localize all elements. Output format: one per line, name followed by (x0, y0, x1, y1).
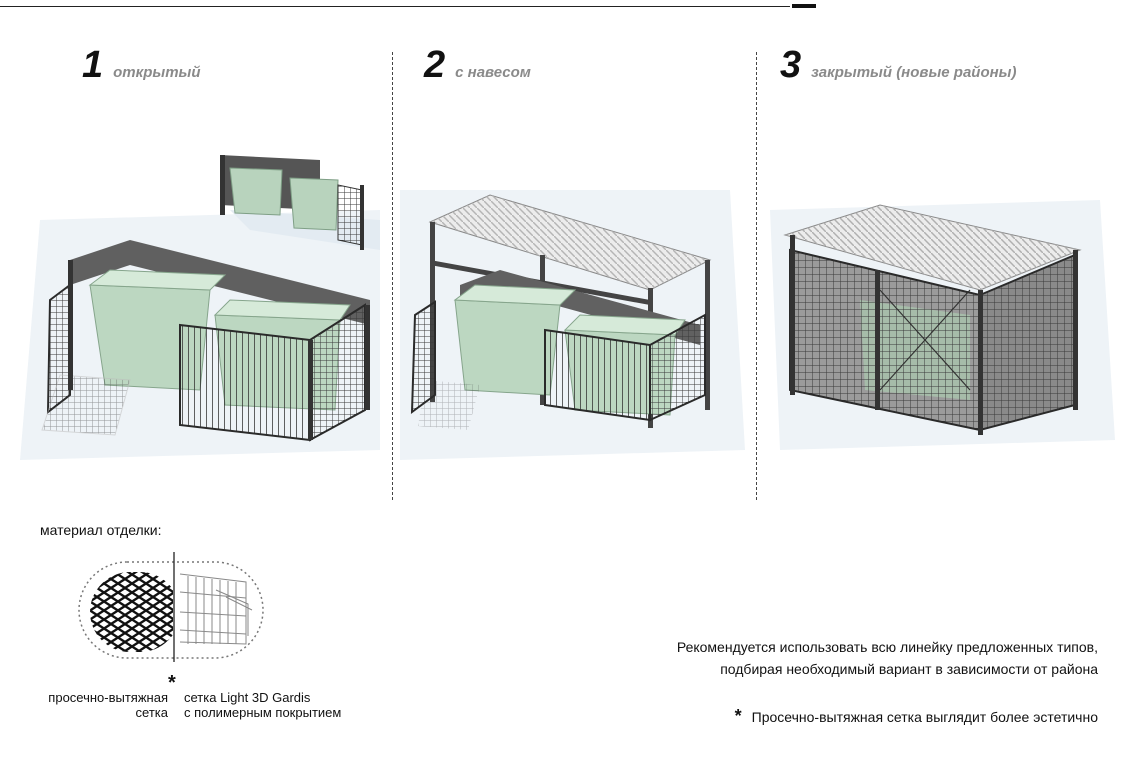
section-divider-2 (756, 52, 757, 500)
type-1-label: открытый (113, 64, 201, 81)
expanded-metal-mesh (90, 572, 173, 652)
type-3-number: 3 (780, 44, 802, 86)
type-2-heading: 2 с навесом (424, 44, 531, 87)
type-2-label: с навесом (455, 64, 531, 81)
top-rule-marker (792, 4, 816, 8)
footnote: * Просечно-вытяжная сетка выглядит более… (735, 706, 1098, 727)
recommendation-text: Рекомендуется использовать всю линейку п… (677, 636, 1098, 680)
type-1-number: 1 (82, 44, 104, 86)
top-rule (0, 6, 790, 7)
gardis-mesh-caption-line1: сетка Light 3D Gardis (184, 690, 311, 705)
expanded-mesh-caption-line1: просечно-вытяжная (48, 690, 168, 705)
expanded-mesh-caption: просечно-вытяжная сетка (40, 690, 168, 720)
recommendation-line2: подбирая необходимый вариант в зависимос… (720, 661, 1098, 677)
type-1-heading: 1 открытый (82, 44, 201, 87)
material-asterisk: * (168, 672, 176, 694)
material-title: материал отделки: (40, 522, 162, 538)
footnote-text: Просечно-вытяжная сетка выглядит более э… (751, 708, 1098, 725)
type-3-label: закрытый (новые районы) (811, 64, 1017, 81)
expanded-mesh-caption-line2: сетка (135, 705, 168, 720)
section-divider-1 (392, 52, 393, 500)
canopy-enclosure-illustration (400, 190, 745, 460)
gardis-mesh-caption-line2: с полимерным покрытием (184, 705, 342, 720)
material-swatch (78, 552, 264, 662)
gardis-mesh-caption: сетка Light 3D Gardis с полимерным покры… (184, 690, 341, 720)
closed-enclosure-illustration (770, 200, 1115, 450)
type-3-heading: 3 закрытый (новые районы) (780, 44, 1016, 87)
type-2-number: 2 (424, 44, 446, 86)
recommendation-line1: Рекомендуется использовать всю линейку п… (676, 639, 1098, 655)
open-enclosure-illustration (20, 155, 380, 460)
footnote-asterisk: * (734, 706, 742, 726)
gardis-3d-mesh (179, 573, 253, 645)
